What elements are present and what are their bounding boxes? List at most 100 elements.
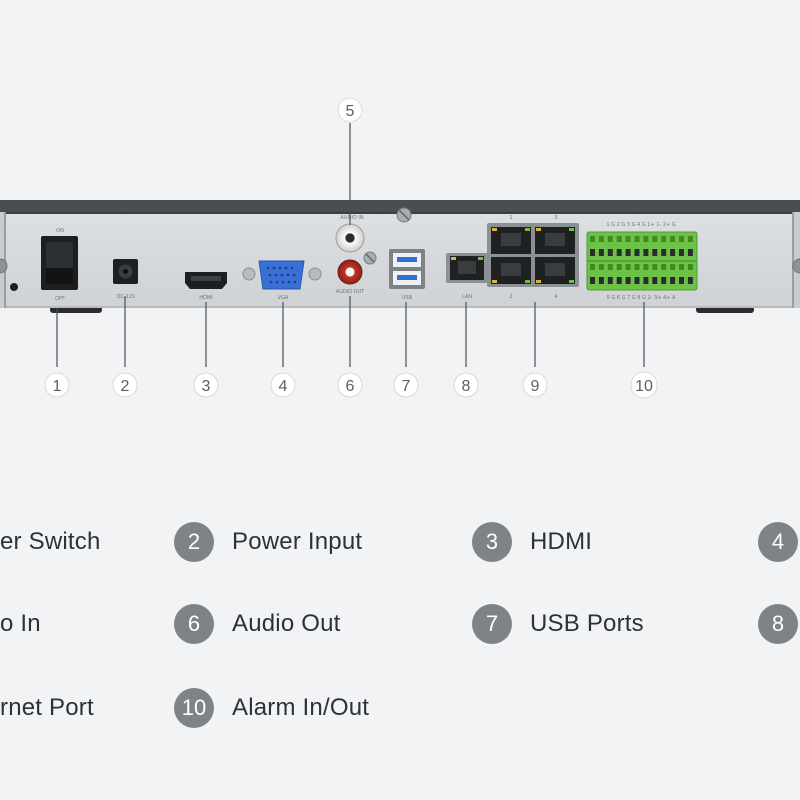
lan-port: LAN [446, 253, 488, 300]
terminal-hole [590, 236, 595, 242]
terminal-hole [607, 277, 613, 284]
terminal-hole [616, 264, 622, 270]
switch-off-label: OFF [55, 296, 65, 302]
terminal-hole [634, 264, 640, 270]
poe-label-2: 2 [509, 294, 512, 300]
svg-text:2: 2 [121, 378, 130, 395]
legend-item-hdmi: 3 HDMI [472, 522, 592, 562]
terminal-hole [679, 236, 684, 242]
legend-label: USB Ports [530, 610, 644, 637]
callout-6: 6 [337, 372, 363, 398]
terminal-hole [670, 249, 676, 256]
callout-4: 4 [270, 372, 296, 398]
terminal-hole [590, 264, 595, 270]
terminal-hole [652, 249, 658, 256]
audio-out-label: AUDIO OUT [336, 289, 366, 295]
legend-label: Audio Out [232, 610, 341, 637]
callout-5: 5 [337, 97, 363, 123]
terminal-hole [661, 249, 667, 256]
terminal-hole [670, 264, 676, 270]
terminal-hole [687, 249, 693, 256]
callout-7: 7 [393, 372, 419, 398]
legend-item-vga: 4 [758, 522, 798, 562]
legend-label: o In [0, 610, 41, 637]
legend-number-badge: 7 [472, 604, 512, 644]
terminal-hole [598, 264, 604, 270]
terminal-hole [625, 249, 631, 256]
svg-text:7: 7 [402, 378, 411, 395]
terminal-hole [661, 277, 667, 284]
terminal-hole [643, 277, 649, 284]
callout-2: 2 [112, 372, 138, 398]
terminal-hole [643, 264, 649, 270]
terminal-hole [661, 264, 667, 270]
terminal-hole [616, 277, 622, 284]
terminal-hole [607, 264, 613, 270]
svg-text:6: 6 [346, 378, 355, 395]
legend-item-audio-out: 6 Audio Out [174, 604, 341, 644]
vga-label: VGA [278, 295, 289, 301]
legend-item-audio-in: o In [0, 604, 41, 644]
terminal-hole [616, 249, 622, 256]
terminal-hole [652, 277, 658, 284]
callout-8: 8 [453, 372, 479, 398]
legend-item-power-switch: er Switch [0, 522, 101, 562]
legend-label: HDMI [530, 528, 593, 555]
dc-power-jack: DC 12V [113, 259, 138, 300]
poe-label-3: 3 [554, 215, 557, 221]
svg-text:4: 4 [279, 378, 288, 395]
vga-port: VGA [242, 260, 322, 301]
legend-label: Alarm In/Out [232, 694, 370, 721]
usb-ports: USB [389, 249, 425, 301]
terminal-hole [687, 264, 693, 270]
legend-item-power-input: 2 Power Input [174, 522, 362, 562]
terminal-hole [670, 236, 676, 242]
terminal-hole [607, 236, 613, 242]
poe-ethernet-ports: 1 3 2 4 [487, 215, 579, 300]
callout-leader-lines [56, 123, 645, 367]
terminal-hole [625, 277, 631, 284]
terminal-hole [634, 249, 640, 256]
callout-1: 1 [44, 372, 70, 398]
lan-label: LAN [462, 294, 472, 300]
terminal-hole [598, 236, 604, 242]
terminal-hole [643, 249, 649, 256]
terminal-hole [625, 236, 631, 242]
legend-label: er Switch [0, 528, 101, 555]
legend-number-badge: 4 [758, 522, 798, 562]
legend-label: rnet Port [0, 694, 94, 721]
terminal-hole [652, 264, 658, 270]
legend-item-alarm: 10 Alarm In/Out [174, 688, 369, 728]
audio-in-label: AUDIO IN [340, 215, 363, 221]
legend-item-usb-ports: 7 USB Ports [472, 604, 644, 644]
legend-item-lan: 8 [758, 604, 798, 644]
alarm-top-label: 1 G 2 G 3 G 4 G 1+ 1- 2+ G [606, 222, 675, 228]
legend-number-badge: 3 [472, 522, 512, 562]
terminal-hole [679, 277, 684, 284]
audio-in-jack: AUDIO IN [335, 215, 365, 253]
terminal-hole [634, 236, 640, 242]
terminal-hole [679, 249, 684, 256]
alarm-terminal-block: 1 G 2 G 3 G 4 G 1+ 1- 2+ G 5 G 6 G 7 G 8… [586, 222, 698, 301]
dc-label: DC 12V [117, 294, 136, 300]
legend-number-badge: 2 [174, 522, 214, 562]
audio-out-jack: AUDIO OUT [336, 259, 366, 295]
terminal-hole [598, 277, 604, 284]
terminal-hole [687, 277, 693, 284]
legend-label: Power Input [232, 528, 363, 555]
svg-text:3: 3 [202, 378, 211, 395]
switch-on-label: ON [56, 228, 64, 234]
terminal-hole [616, 236, 622, 242]
hdmi-port: HDMI [185, 272, 227, 301]
svg-text:8: 8 [462, 378, 471, 395]
terminal-hole [652, 236, 658, 242]
svg-text:1: 1 [53, 378, 62, 395]
terminal-hole [687, 236, 693, 242]
hdmi-label: HDMI [199, 295, 212, 301]
alarm-bottom-label: 5 G 6 G 7 G 8 G 2- 3+ 4+ A [607, 295, 676, 301]
terminal-hole [679, 264, 684, 270]
terminal-hole [590, 249, 595, 256]
svg-text:10: 10 [635, 378, 653, 395]
legend-item-ethernet-port: rnet Port [0, 688, 94, 728]
legend-number-badge: 6 [174, 604, 214, 644]
